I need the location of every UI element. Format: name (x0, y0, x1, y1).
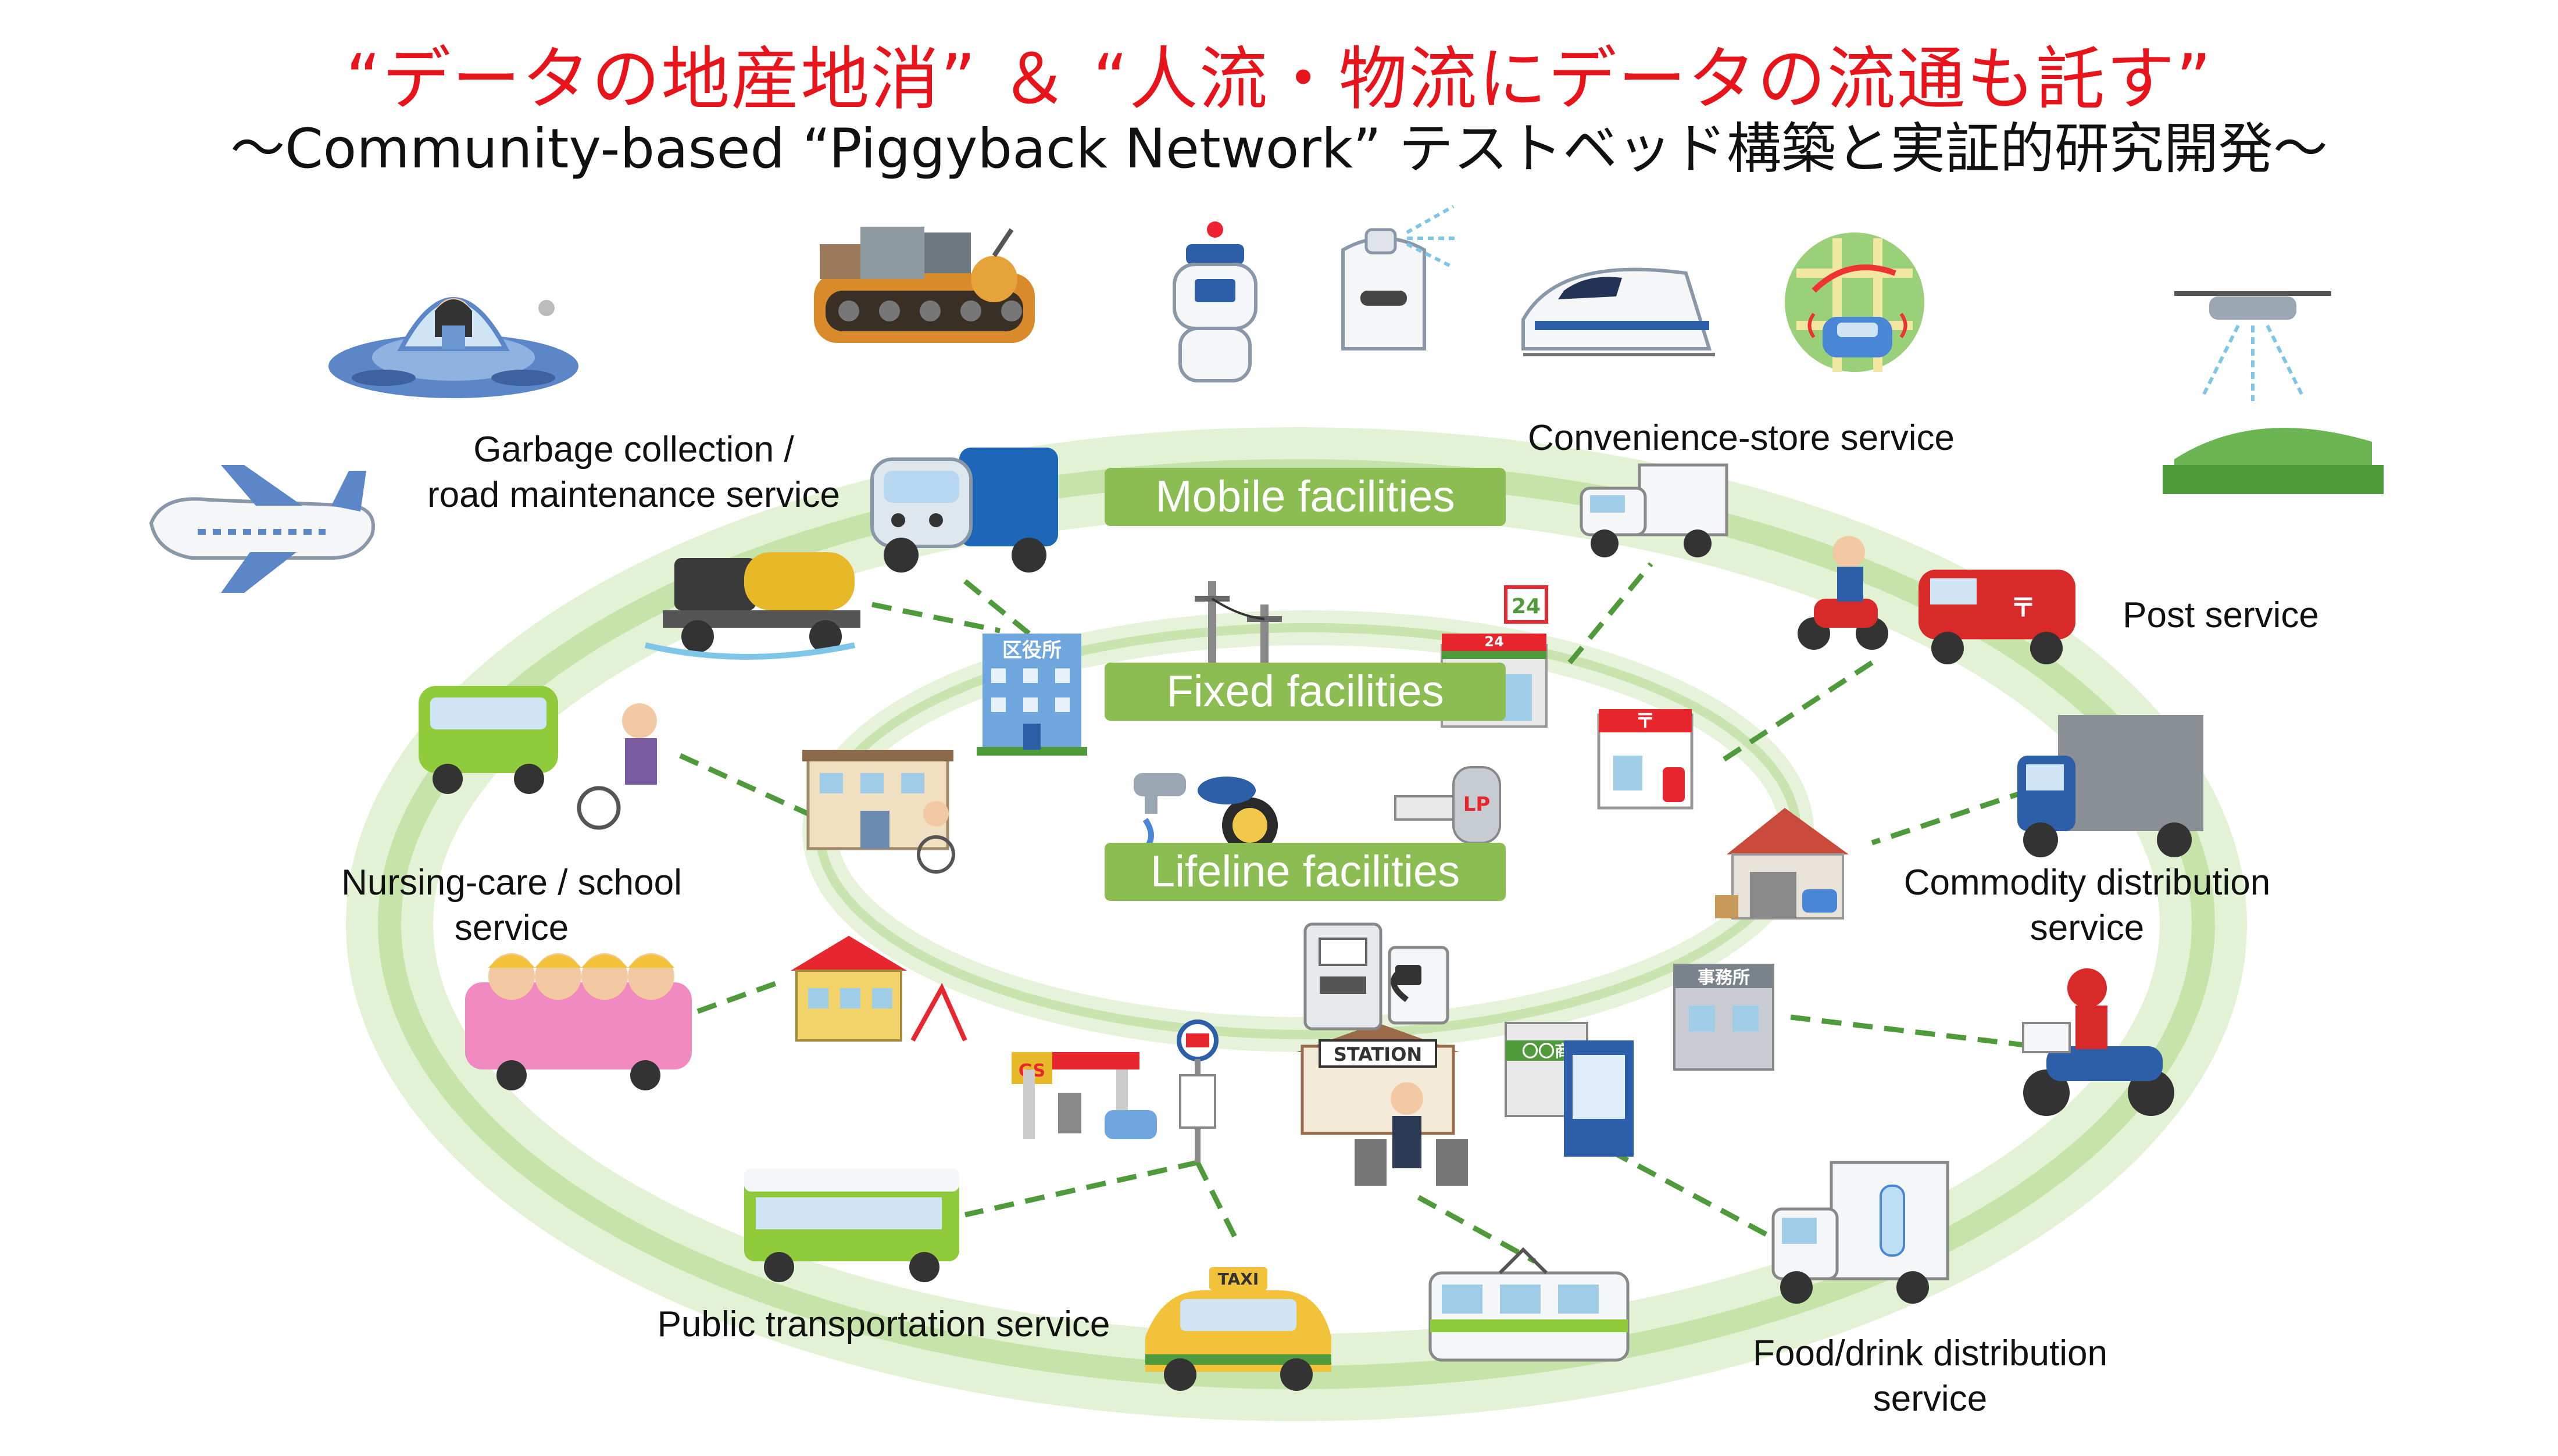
drone-field-icon (2163, 291, 2384, 494)
link-train (1417, 1195, 1537, 1264)
school-bus-icon (465, 953, 692, 1090)
fixed-facilities-label: Fixed facilities (1105, 663, 1506, 721)
ward-office-building-icon: 区役所 (977, 634, 1087, 756)
office-sign: 事務所 (1698, 968, 1750, 988)
post-scooter-icon (1798, 536, 1888, 650)
nursing-home-icon (802, 750, 955, 874)
link-office-moto (1790, 1014, 2035, 1049)
city-bus-icon (744, 1168, 959, 1282)
delivery-truck-icon (1580, 463, 1728, 557)
bus-stop-icon (1177, 1019, 1219, 1162)
electric-meter-icon (1303, 922, 1382, 1031)
power-outlet-icon (1388, 946, 1449, 1025)
connection-links (679, 562, 2035, 1264)
kindergarten-icon (791, 936, 967, 1042)
commuter-train-icon (1428, 1247, 1630, 1362)
link-store-truck (1567, 562, 1653, 664)
link-sweeper-office (871, 602, 1001, 634)
link-garbage-office (963, 579, 1031, 636)
subtitle: ～Community-based “Piggyback Network” テスト… (230, 117, 2328, 181)
gas-station-icon: GS (1012, 1052, 1157, 1139)
link-nursing (679, 753, 809, 817)
link-bus (964, 1160, 1198, 1218)
main-title: “データの地産地消” ＆ “人流・物流にデータの流通も託す” (345, 39, 2213, 119)
ward-office-sign: 区役所 (1002, 639, 1062, 662)
svg-text:〒: 〒 (1635, 710, 1655, 733)
lp-sign: LP (1463, 793, 1491, 816)
link-school (696, 979, 780, 1014)
flying-car-icon (328, 297, 578, 398)
commodity-service-label: Commodity distribution service (1903, 863, 2271, 948)
autonomous-car-map-icon (1785, 232, 1924, 372)
post-office-icon: 〒 (1597, 709, 1694, 810)
lp-gas-icon: LP (1394, 766, 1501, 844)
mobile-facilities-label: Mobile facilities (1105, 468, 1506, 526)
post-service-label: Post service (2123, 595, 2319, 635)
road-sweeper-icon (644, 552, 860, 660)
link-food (1609, 1149, 1775, 1240)
disaster-robot-icon (814, 227, 1035, 343)
shop-vending-icon: 〇〇商 (1505, 1022, 1634, 1157)
convenience-service-label: Convenience-store service (1527, 418, 1955, 458)
store-front-24-sign: 24 (1484, 634, 1503, 650)
nursing-service-label: Nursing-care / school service (341, 863, 682, 948)
store-24-sign: 24 (1512, 595, 1541, 618)
taxi-icon: TAXI (1145, 1267, 1331, 1391)
post-van-icon: 〒 (1919, 570, 2075, 664)
link-taxi (1195, 1161, 1241, 1246)
cargo-truck-icon (2017, 715, 2203, 857)
lifeline-facilities-label: Lifeline facilities (1105, 843, 1506, 901)
link-warehouse (1871, 788, 2030, 846)
office-building-icon: 事務所 (1673, 964, 1774, 1071)
bullet-train-icon (1521, 267, 1715, 356)
warehouse-icon (1715, 808, 1849, 920)
garbage-service-label: Garbage collection / road maintenance se… (427, 430, 840, 515)
food-truck-icon (1771, 1161, 1949, 1304)
public-transport-service-label: Public transportation service (657, 1304, 1110, 1344)
community-bus-icon (419, 686, 657, 830)
svg-text:〒: 〒 (2010, 593, 2036, 623)
garbage-truck-icon (870, 448, 1058, 573)
delivery-motorbike-icon (2022, 968, 2174, 1116)
station-icon: STATION (1296, 1023, 1468, 1186)
station-sign: STATION (1334, 1043, 1422, 1065)
water-faucet-icon (1125, 773, 1212, 851)
disinfection-robot-icon (1341, 205, 1459, 350)
guide-robot-icon (1173, 221, 1257, 382)
food-service-label: Food/drink distribution service (1753, 1333, 2107, 1419)
airplane-icon (149, 465, 375, 593)
taxi-sign: TAXI (1218, 1269, 1259, 1289)
shop-sign: 〇〇商 (1522, 1042, 1571, 1061)
water-meter-icon (1198, 777, 1278, 853)
